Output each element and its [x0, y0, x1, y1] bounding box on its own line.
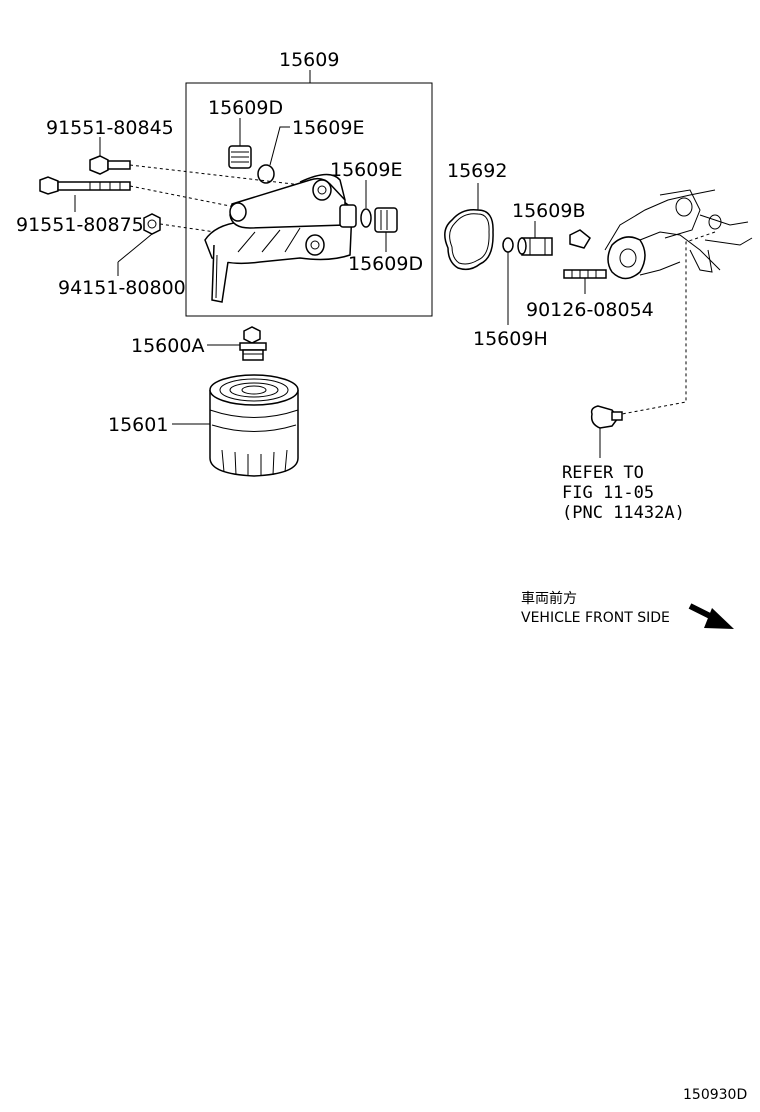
- label-94151-80800: 94151-80800: [58, 277, 186, 299]
- assembly-box-15609: 15609: [185, 49, 433, 317]
- stud-90126-08054: 90126-08054: [526, 269, 654, 321]
- label-15692: 15692: [447, 160, 507, 182]
- refer-fitting: [590, 231, 716, 458]
- pipe-15609B: 15609B: [512, 200, 585, 256]
- direction-english: VEHICLE FRONT SIDE: [521, 610, 670, 626]
- arrow-icon: [688, 603, 734, 629]
- label-15609: 15609: [279, 49, 339, 71]
- refer-line-2: FIG 11-05: [562, 483, 654, 503]
- oil-filter-bracket: [204, 173, 357, 303]
- refer-line-3: (PNC 11432A): [562, 503, 685, 523]
- oring-15609E-top: 15609E: [257, 117, 364, 184]
- figure-id: 150930D: [683, 1087, 747, 1103]
- label-91551-80845: 91551-80845: [46, 117, 174, 139]
- label-15600A: 15600A: [131, 335, 204, 357]
- engine-block-fragment: [569, 189, 753, 280]
- label-15609B: 15609B: [512, 200, 585, 222]
- gasket-15692: 15692: [444, 160, 507, 271]
- label-15609H: 15609H: [473, 328, 548, 350]
- plug-15609D-mid: 15609D: [348, 207, 423, 275]
- label-90126-08054: 90126-08054: [526, 299, 654, 321]
- bolt-91551-80845: 91551-80845: [46, 117, 311, 187]
- union-bolt-15600A: 15600A: [131, 326, 267, 361]
- oil-filter-15601: 15601: [108, 374, 299, 477]
- label-15609D-mid: 15609D: [348, 253, 423, 275]
- label-15601: 15601: [108, 414, 168, 436]
- label-91551-80875: 91551-80875: [16, 214, 144, 236]
- refer-line-1: REFER TO: [562, 463, 644, 483]
- oring-15609E-mid: 15609E: [330, 159, 402, 228]
- bolt-91551-80875: 91551-80875: [16, 176, 241, 236]
- direction-japanese: 車両前方: [521, 590, 577, 607]
- label-15609E-mid: 15609E: [330, 159, 402, 181]
- oring-15609H: 15609H: [473, 237, 548, 350]
- label-15609E-top: 15609E: [292, 117, 364, 139]
- plug-15609D-top: 15609D: [208, 97, 283, 169]
- washer-94151-80800: 94151-80800: [58, 213, 216, 299]
- direction-indicator: 車両前方 VEHICLE FRONT SIDE: [521, 590, 734, 629]
- refer-note: REFER TO FIG 11-05 (PNC 11432A): [562, 463, 685, 523]
- label-15609D-top: 15609D: [208, 97, 283, 119]
